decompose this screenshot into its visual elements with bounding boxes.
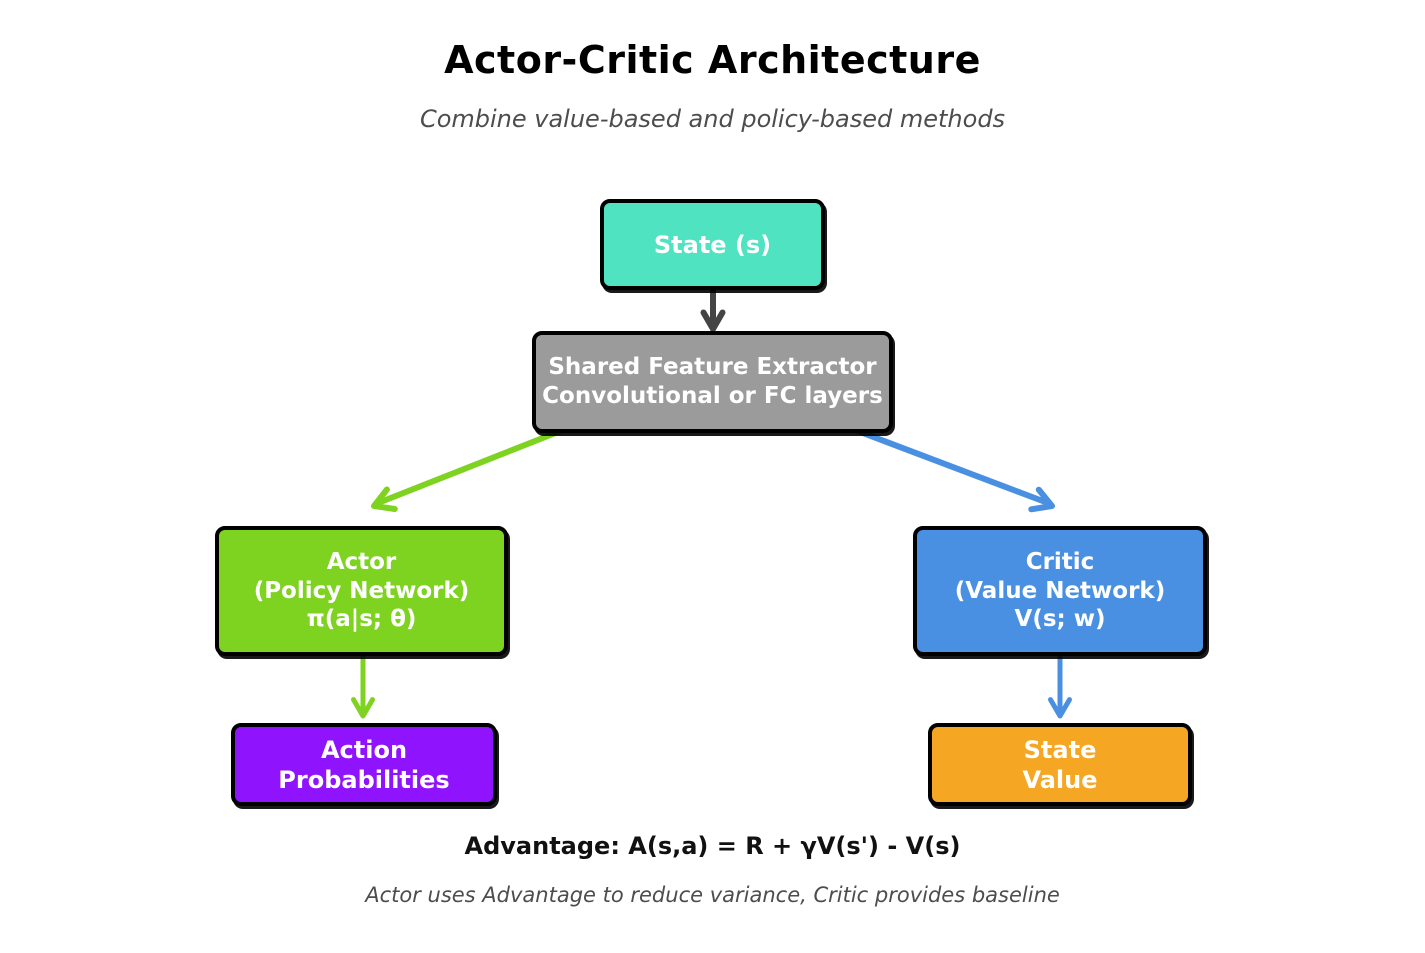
node-critic-label-line1: Critic — [1025, 548, 1095, 575]
arrow-critic-to-value-head — [1048, 697, 1072, 719]
arrow-shared-to-actor — [371, 427, 566, 512]
arrow-shared-to-critic-head — [1028, 486, 1055, 513]
node-critic-label-line3: V(s; w) — [1014, 606, 1106, 633]
node-critic: Critic (Value Network) V(s; w) — [913, 526, 1207, 656]
page-title: Actor-Critic Architecture — [444, 38, 981, 82]
node-actor: Actor (Policy Network) π(a|s; θ) — [215, 526, 508, 656]
node-actor-label-line3: π(a|s; θ) — [306, 606, 417, 633]
arrow-critic-to-value — [1048, 646, 1072, 719]
arrow-shared-to-critic-stem — [852, 427, 1051, 506]
node-state-label: State (s) — [653, 230, 772, 259]
arrow-shared-to-actor-stem — [375, 427, 566, 506]
arrow-shared-to-actor-head — [371, 486, 398, 512]
node-actor-label-line2: (Policy Network) — [253, 577, 470, 604]
node-action-label-line2: Probabilities — [278, 765, 450, 794]
node-shared-feature-extractor: Shared Feature Extractor Convolutional o… — [532, 331, 893, 433]
footer-note: Actor uses Advantage to reduce variance,… — [365, 883, 1060, 907]
arrow-shared-to-critic — [852, 427, 1055, 513]
node-action-probabilities: Action Probabilities — [231, 723, 497, 806]
node-value-label-line2: Value — [1022, 765, 1098, 794]
node-value-label-line1: State — [1023, 735, 1097, 764]
node-shared-label-line2: Convolutional or FC layers — [542, 383, 883, 409]
node-state: State (s) — [600, 199, 825, 290]
node-actor-label-line1: Actor — [326, 548, 397, 575]
node-critic-label-line2: (Value Network) — [954, 577, 1166, 604]
arrow-state-to-shared-head — [700, 309, 726, 332]
arrow-actor-to-action — [351, 646, 375, 719]
node-action-label-line1: Action — [320, 735, 408, 764]
arrow-actor-to-action-head — [351, 697, 375, 719]
node-state-value: State Value — [928, 723, 1192, 806]
advantage-formula: Advantage: A(s,a) = R + γV(s') - V(s) — [464, 832, 961, 860]
node-shared-label-line1: Shared Feature Extractor — [548, 354, 877, 381]
arrow-state-to-shared — [700, 288, 726, 332]
page-subtitle: Combine value-based and policy-based met… — [419, 105, 1006, 133]
